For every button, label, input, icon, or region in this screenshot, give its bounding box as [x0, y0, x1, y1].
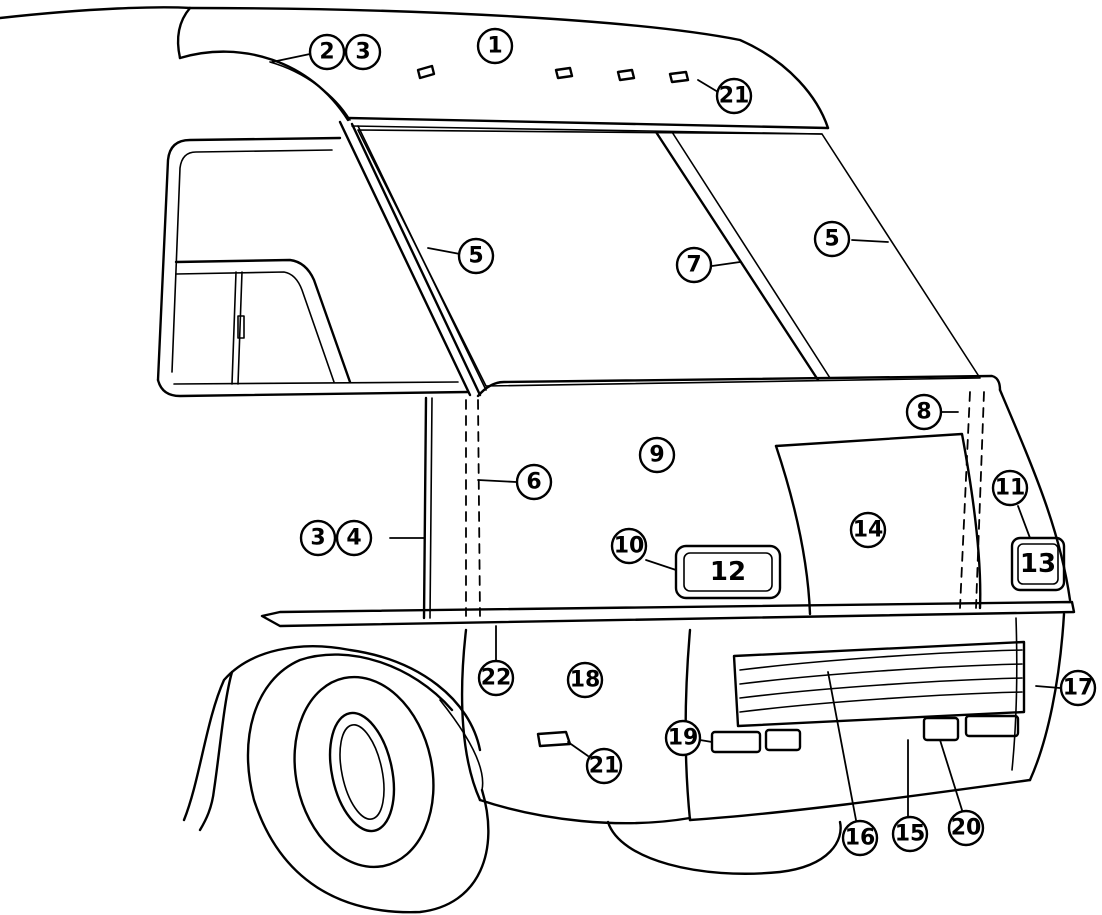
side-plate: 13	[1010, 536, 1066, 592]
callout-15: 15	[891, 815, 929, 853]
callout-6: 6	[515, 463, 553, 501]
callout-2: 2	[308, 33, 346, 71]
callout-label: 20	[951, 816, 982, 841]
spare-tire-under	[606, 820, 842, 875]
fender-line	[260, 600, 1076, 628]
front-plate: 12	[674, 544, 782, 600]
callout-label: 14	[853, 518, 884, 543]
leader-lines	[271, 53, 1061, 821]
wheel-arch	[182, 645, 482, 832]
callout-21: 21	[715, 77, 753, 115]
callout-3: 3	[344, 33, 382, 71]
callout-label: 5	[468, 244, 483, 269]
callout-label: 9	[649, 443, 664, 468]
callout-9: 9	[638, 436, 676, 474]
callout-label: 21	[589, 754, 620, 779]
callout-label: 3	[355, 40, 370, 65]
callout-label: 6	[526, 470, 541, 495]
callout-1: 1	[476, 27, 514, 65]
callout-label: 15	[895, 822, 926, 847]
callout-label: 18	[570, 668, 601, 693]
callout-label: 4	[346, 526, 361, 551]
front-wheel	[246, 653, 490, 914]
callout-label: 5	[824, 227, 839, 252]
callout-14: 14	[849, 511, 887, 549]
callout-8: 8	[905, 393, 943, 431]
callout-label: 3	[310, 526, 325, 551]
callout-11: 11	[991, 469, 1029, 507]
plate-label: 12	[710, 557, 746, 587]
hood-panel	[774, 432, 982, 616]
callout-label: 1	[487, 34, 502, 59]
callout-4: 4	[335, 519, 373, 557]
callout-label: 16	[845, 826, 876, 851]
side-door-window	[156, 136, 470, 398]
callout-20: 20	[947, 809, 985, 847]
callout-5: 5	[457, 237, 495, 275]
grille	[732, 640, 1026, 728]
callout-label: 10	[614, 534, 645, 559]
callout-21: 21	[585, 747, 623, 785]
roof-panel	[0, 6, 830, 135]
callout-7: 7	[675, 246, 713, 284]
callout-10: 10	[610, 527, 648, 565]
callout-3: 3	[299, 519, 337, 557]
front-upper-panel	[422, 374, 1072, 620]
callout-label: 21	[719, 84, 750, 109]
plate-label: 13	[1020, 549, 1056, 579]
bumper-lamps	[536, 714, 1020, 754]
callout-16: 16	[841, 819, 879, 857]
windshield	[357, 129, 981, 387]
callout-17: 17	[1059, 669, 1097, 707]
callout-label: 2	[319, 40, 334, 65]
callout-label: 11	[995, 476, 1026, 501]
hidden-pillar-lines	[465, 391, 985, 617]
callout-22: 22	[477, 659, 515, 697]
callout-label: 22	[481, 666, 512, 691]
callout-18: 18	[566, 661, 604, 699]
callout-5: 5	[813, 220, 851, 258]
callout-19: 19	[664, 719, 702, 757]
roof-marker-lights	[416, 64, 690, 84]
callout-label: 7	[686, 253, 701, 278]
callout-label: 19	[668, 726, 699, 751]
callout-label: 8	[916, 400, 931, 425]
callout-label: 17	[1063, 676, 1094, 701]
